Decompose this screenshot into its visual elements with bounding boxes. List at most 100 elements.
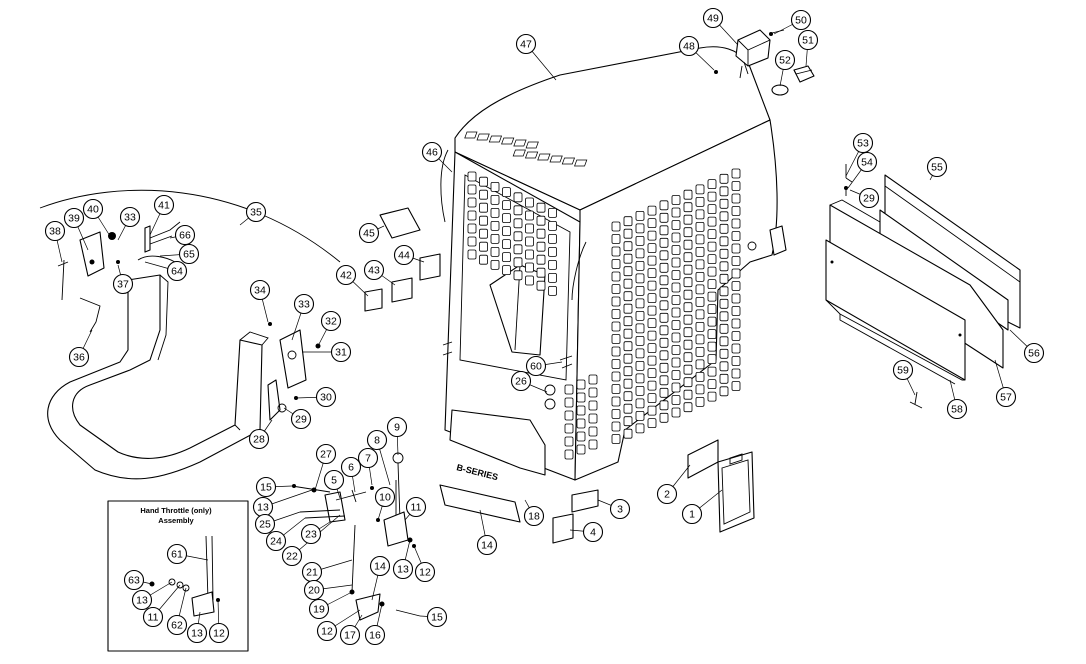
screen-hole: [731, 243, 741, 254]
screen-hole: [707, 216, 717, 227]
callout-47: 47: [515, 33, 537, 55]
screen-hole: [635, 285, 645, 296]
screen-hole: [502, 213, 511, 224]
screen-hole: [490, 233, 500, 244]
callout-label: 12: [321, 626, 333, 638]
callout-27: 27: [315, 443, 337, 465]
callout-circle: [166, 260, 188, 282]
callout-circle: [856, 151, 878, 173]
screen-hole: [659, 312, 669, 323]
callout-11: 11: [405, 496, 427, 518]
screen-hole: [635, 310, 645, 321]
screen-hole: [525, 236, 534, 247]
callout-42: 42: [335, 264, 357, 286]
callout-58: 58: [946, 398, 968, 420]
callout-circle: [63, 207, 85, 229]
screen-hole: [635, 373, 645, 384]
callout-circle: [510, 370, 532, 392]
inset-title-line2: Assembly: [158, 516, 194, 525]
screen-hole: [576, 444, 586, 455]
screen-hole: [683, 252, 693, 263]
screen-hole: [647, 405, 657, 416]
screen-hole: [513, 244, 523, 255]
screen-hole: [659, 300, 669, 311]
screen-hole: [647, 255, 657, 266]
screen-hole: [683, 314, 693, 325]
screen-hole: [647, 393, 657, 404]
callout-circle: [797, 29, 819, 51]
screen-hole: [659, 400, 669, 411]
screen-hole: [490, 220, 500, 231]
cab-switches: [442, 341, 573, 410]
callout-35: 35: [245, 201, 267, 223]
screen-hole: [683, 402, 693, 413]
callout-circle: [248, 428, 270, 450]
callout-14: 14: [369, 555, 391, 577]
screen-hole: [707, 254, 717, 265]
screen-hole: [479, 241, 488, 252]
callout-59: 59: [892, 359, 914, 381]
screen-hole: [623, 403, 633, 414]
decal-44: [419, 253, 441, 281]
screen-hole: [695, 346, 705, 357]
screen-hole: [479, 254, 488, 265]
callout-label: 40: [87, 204, 99, 216]
screen-hole: [683, 214, 693, 225]
screen-hole: [502, 252, 511, 263]
callout-circle: [392, 558, 414, 580]
callout-66: 66: [174, 224, 196, 246]
callout-label: 21: [306, 567, 318, 579]
screen-hole: [536, 202, 546, 213]
callout-circle: [858, 187, 880, 209]
callout-circle: [357, 447, 379, 469]
callout-circle: [68, 346, 90, 368]
screen-hole: [707, 391, 717, 402]
screen-hole: [731, 356, 741, 366]
screen-hole: [647, 293, 657, 304]
callout-circle: [374, 486, 396, 508]
callout-label: 30: [320, 392, 332, 404]
screen-hole: [659, 350, 669, 361]
screen-hole: [671, 320, 681, 330]
screen-hole: [719, 348, 729, 359]
screen-hole: [659, 262, 669, 273]
callout-label: 37: [117, 279, 129, 291]
callout-label: 15: [431, 612, 443, 624]
callout-label: 17: [344, 630, 356, 642]
screen-hole: [611, 346, 621, 357]
screen-hole: [635, 260, 645, 271]
screen-hole: [707, 266, 717, 277]
screen-hole: [707, 291, 717, 302]
screen-hole: [536, 254, 546, 265]
screen-hole: [611, 221, 621, 232]
screen-hole: [671, 245, 681, 255]
callout-circle: [186, 622, 208, 644]
side-panels: [825, 164, 1021, 409]
decal-14: [439, 484, 521, 523]
screen-hole: [479, 228, 488, 239]
screen-hole: [731, 193, 741, 204]
screen-hole: [564, 449, 574, 460]
callout-57: 57: [995, 386, 1017, 408]
screen-hole: [671, 407, 681, 418]
hand-rail-assembly: [39, 189, 341, 480]
callout-51: 51: [797, 29, 819, 51]
callout-circle: [926, 156, 948, 178]
screen-hole: [659, 250, 669, 261]
screen-hole: [479, 176, 488, 187]
screen-hole: [635, 273, 645, 284]
screen-hole: [719, 173, 729, 184]
callout-label: 16: [369, 630, 381, 642]
screen-hole: [647, 318, 657, 329]
callout-label: 11: [148, 612, 159, 624]
callout-32: 32: [320, 310, 342, 332]
screen-hole: [719, 248, 729, 259]
screen-hole: [536, 267, 546, 278]
screen-hole: [683, 227, 693, 238]
callout-circle: [523, 505, 545, 527]
screen-hole: [647, 268, 657, 279]
screen-hole: [647, 218, 657, 229]
screen-hole: [623, 228, 633, 239]
callout-label: 7: [365, 453, 371, 465]
callout-13: 13: [252, 496, 274, 518]
